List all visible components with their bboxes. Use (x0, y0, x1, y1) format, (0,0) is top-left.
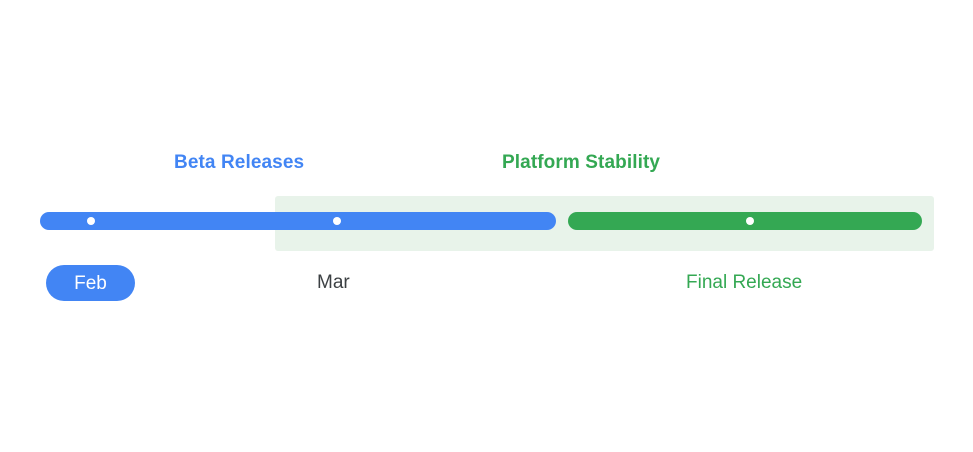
milestone-dot-icon-1[interactable] (333, 217, 341, 225)
tick-pill-feb[interactable]: Feb (46, 265, 135, 301)
tick-pill-feb-label: Feb (74, 272, 107, 294)
milestone-dot-icon-2[interactable] (746, 217, 754, 225)
tick-label-mar: Mar (317, 272, 350, 293)
phase-label-platform-stability: Platform Stability (502, 152, 661, 173)
timeline-bar-platform-stability[interactable] (568, 212, 922, 230)
phase-label-beta-releases: Beta Releases (174, 152, 305, 173)
tick-label-final-release: Final Release (686, 272, 803, 293)
milestone-dot-icon-0[interactable] (87, 217, 95, 225)
timeline-bar-beta-releases[interactable] (40, 212, 556, 230)
